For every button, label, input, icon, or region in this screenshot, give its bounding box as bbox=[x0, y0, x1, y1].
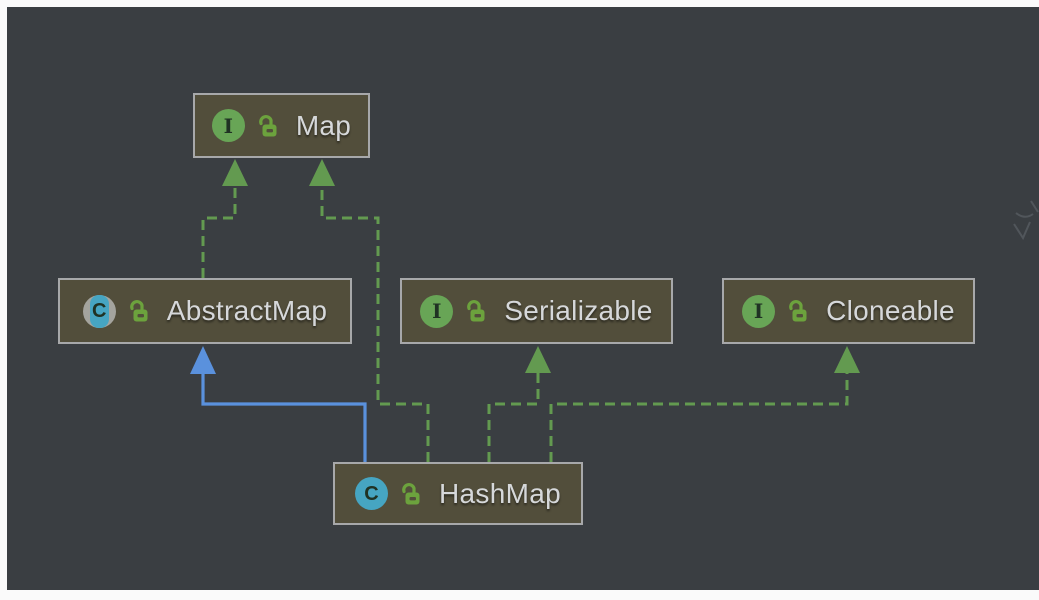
unlocked-padlock-icon bbox=[129, 300, 148, 322]
unlocked-padlock-icon bbox=[789, 300, 807, 322]
node-map[interactable]: I Map bbox=[193, 93, 370, 158]
unlocked-padlock-icon bbox=[467, 300, 485, 322]
interface-badge-letter: I bbox=[432, 299, 442, 323]
node-label-abstractmap: AbstractMap bbox=[166, 295, 328, 326]
node-label-map: Map bbox=[295, 109, 352, 141]
unlocked-padlock-icon bbox=[258, 114, 277, 136]
node-label-serializable: Serializable bbox=[504, 295, 653, 326]
node-label-hashmap: HashMap bbox=[439, 477, 561, 509]
interface-icon: I bbox=[742, 294, 776, 328]
interface-badge-letter: I bbox=[223, 113, 233, 138]
abstract-class-icon: C bbox=[82, 294, 116, 328]
class-badge-letter: C bbox=[364, 482, 379, 505]
class-icon: C bbox=[355, 477, 389, 510]
node-label-cloneable: Cloneable bbox=[826, 295, 955, 326]
node-abstractmap[interactable]: C AbstractMap bbox=[58, 278, 352, 344]
node-hashmap[interactable]: C HashMap bbox=[333, 462, 583, 525]
node-serializable[interactable]: I Serializable bbox=[400, 278, 673, 344]
abstract-class-badge-letter: C bbox=[92, 300, 107, 322]
abstract-class-icon-band bbox=[89, 294, 109, 328]
interface-badge-letter: I bbox=[753, 299, 764, 323]
node-cloneable[interactable]: I Cloneable bbox=[722, 278, 975, 344]
interface-icon: I bbox=[211, 109, 245, 142]
interface-icon: I bbox=[420, 294, 454, 328]
unlocked-padlock-icon bbox=[402, 482, 420, 504]
